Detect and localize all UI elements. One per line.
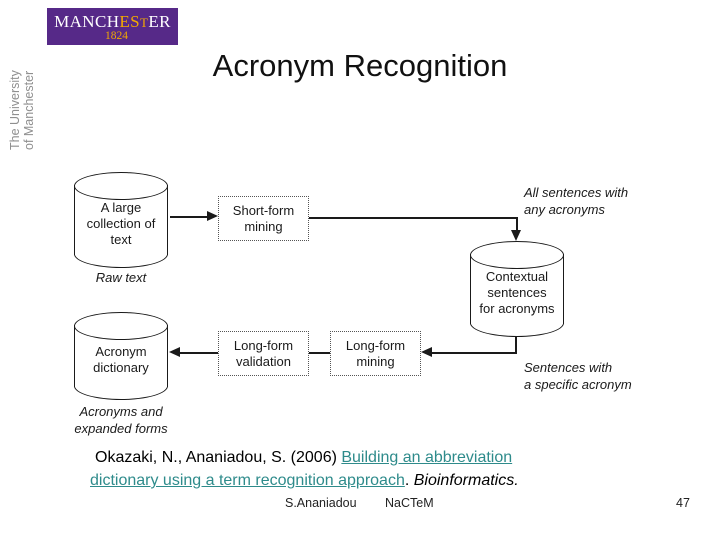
logo-year: 1824 xyxy=(105,30,128,42)
cylinder-label: Contextual sentences for acronyms xyxy=(479,269,555,316)
connector-contextual-horizontal xyxy=(432,352,517,354)
citation-link[interactable]: Building an abbreviation dictionary usin… xyxy=(90,449,513,489)
arrowhead-left-icon xyxy=(421,347,432,357)
process-long-form-mining: Long-form mining xyxy=(330,331,421,376)
cylinder-acronym-dictionary: Acronym dictionary xyxy=(74,312,168,400)
arrowhead-left-icon xyxy=(169,347,180,357)
connector-contextual-vertical xyxy=(515,337,517,353)
citation-authors: Okazaki, N., Ananiadou, S. (2006) xyxy=(95,449,342,466)
logo-text-mid: ES xyxy=(119,12,141,31)
connector-mining-validation xyxy=(309,352,330,354)
connector-validation-to-dictionary xyxy=(180,352,218,354)
footer-page-number: 47 xyxy=(676,496,690,510)
logo-text-pre: MANCH xyxy=(54,12,120,31)
footer-organisation: NaCTeM xyxy=(385,496,434,510)
cylinder-raw-text-collection: A large collection of text xyxy=(74,172,168,268)
logo-text-small: T xyxy=(140,15,149,30)
citation: Okazaki, N., Ananiadou, S. (2006) Buildi… xyxy=(90,446,578,492)
arrowhead-down-icon xyxy=(511,230,521,241)
page-title: Acronym Recognition xyxy=(212,48,508,83)
connector-shortform-horizontal xyxy=(309,217,518,219)
note-acronyms-expanded: Acronyms and expanded forms xyxy=(74,404,168,436)
connector-collection-to-shortform xyxy=(170,216,208,218)
process-label: Short-form mining xyxy=(232,202,295,234)
citation-separator: . xyxy=(404,472,414,489)
note-all-sentences: All sentences with any acronyms xyxy=(524,185,629,217)
process-long-form-validation: Long-form validation xyxy=(218,331,309,376)
note-specific-acronym: Sentences with a specific acronym xyxy=(524,360,632,392)
university-of-manchester-logo: MANCHESTER 1824 xyxy=(47,8,178,45)
note-raw-text: Raw text xyxy=(95,270,147,285)
process-label: Long-form validation xyxy=(233,337,294,369)
cylinder-label: A large collection of text xyxy=(86,200,156,247)
connector-shortform-vertical xyxy=(516,217,518,231)
footer-author: S.Ananiadou xyxy=(285,496,357,510)
cylinder-label: Acronym dictionary xyxy=(93,344,149,375)
logo-wordmark: MANCHESTER xyxy=(47,13,178,30)
cylinder-contextual-sentences: Contextual sentences for acronyms xyxy=(470,241,564,337)
citation-journal: Bioinformatics. xyxy=(413,472,519,489)
arrowhead-right-icon xyxy=(207,211,218,221)
process-short-form-mining: Short-form mining xyxy=(218,196,309,241)
logo-text-post: ER xyxy=(148,12,171,31)
process-label: Long-form mining xyxy=(345,337,406,369)
